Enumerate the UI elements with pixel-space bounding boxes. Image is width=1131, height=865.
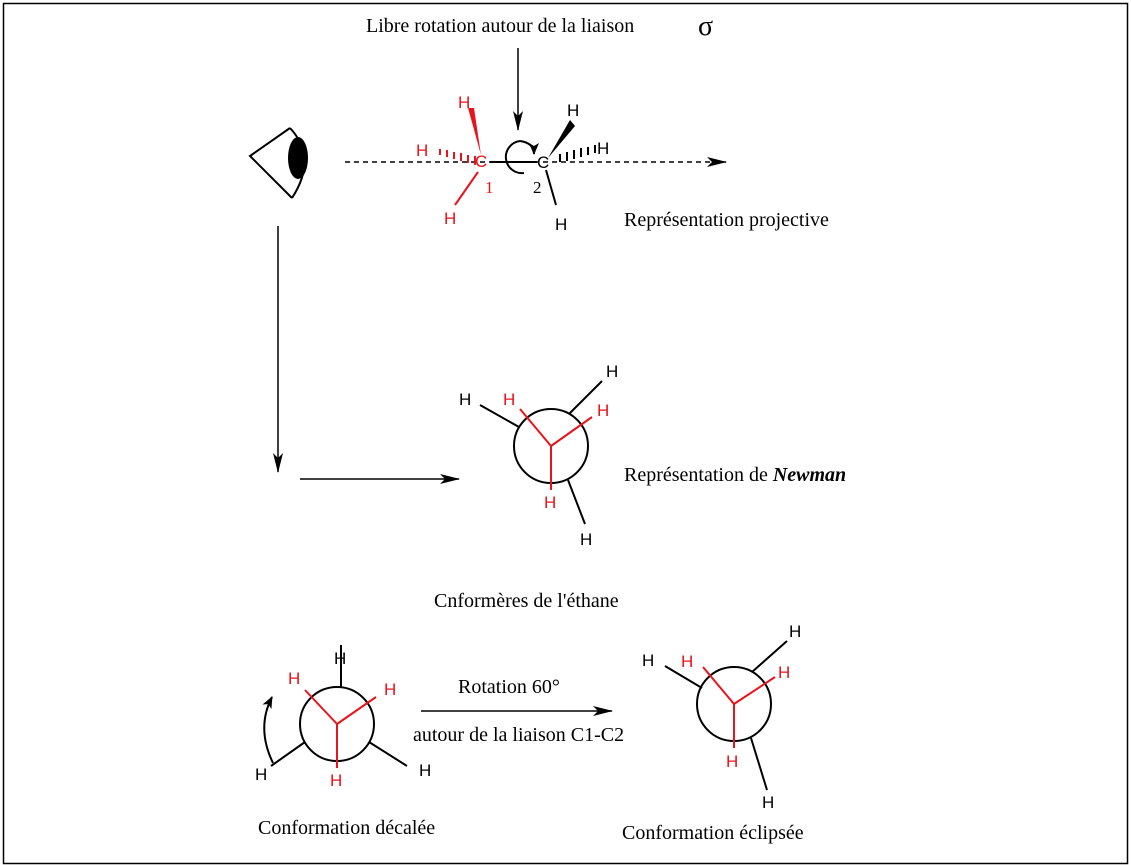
eclipsed-h-back-right: H [789, 622, 801, 641]
conformers-title: Cnformères de l'éthane [434, 590, 619, 612]
eclipsed-h-back-left: H [642, 651, 654, 670]
staggered-label: Conformation décalée [258, 817, 435, 839]
newman-h-front-right: H [597, 401, 609, 420]
staggered-h-front-bottom: H [330, 771, 342, 790]
newman-label: Représentation de Newman [624, 464, 846, 486]
sigma-symbol: σ [698, 11, 713, 42]
eclipsed-newman: H H H H H H [642, 622, 801, 812]
eye-icon [248, 127, 308, 199]
h-c2-right: H [597, 139, 609, 158]
eclipsed-h-back-bottom: H [762, 793, 774, 812]
staggered-newman: H H H H H H [255, 645, 431, 790]
projective-label: Représentation projective [624, 209, 829, 231]
carbon-1: C [475, 152, 487, 171]
staggered-h-back-left: H [255, 765, 267, 784]
h-c1-left: H [416, 141, 428, 160]
carbon-2-number: 2 [533, 178, 542, 197]
carbon-2: C [537, 153, 549, 172]
staggered-h-back-top: H [334, 649, 346, 668]
carbon-1-number: 1 [485, 178, 494, 197]
h-c2-bottom: H [555, 215, 567, 234]
h-c2-top: H [567, 101, 579, 120]
bond-label: autour de la liaison C1-C2 [413, 724, 624, 746]
newman-h-back-bottom: H [580, 530, 592, 549]
rotation-title: Libre rotation autour de la liaison [366, 15, 634, 37]
staggered-h-back-right: H [419, 761, 431, 780]
h-c1-top: H [458, 93, 470, 112]
newman-h-front-left: H [503, 390, 515, 409]
eclipsed-h-front-left: H [681, 652, 693, 671]
staggered-h-front-right: H [384, 680, 396, 699]
eclipsed-h-front-right: H [778, 663, 790, 682]
h-c1-bottom: H [444, 209, 456, 228]
newman-projection: H H H H H H [459, 362, 618, 549]
newman-h-back-right: H [606, 362, 618, 381]
newman-h-front-bottom: H [544, 493, 556, 512]
rotation-60-label: Rotation 60° [458, 676, 560, 698]
rotation-arrow-icon [262, 696, 274, 764]
eclipsed-label: Conformation éclipsée [622, 822, 804, 844]
newman-h-back-left: H [459, 390, 471, 409]
projective-molecule: C C 1 2 H H H H H H [416, 93, 609, 234]
rotation-arrow-icon [504, 140, 525, 175]
staggered-h-front-left: H [288, 669, 300, 688]
eclipsed-h-front-bottom: H [726, 752, 738, 771]
